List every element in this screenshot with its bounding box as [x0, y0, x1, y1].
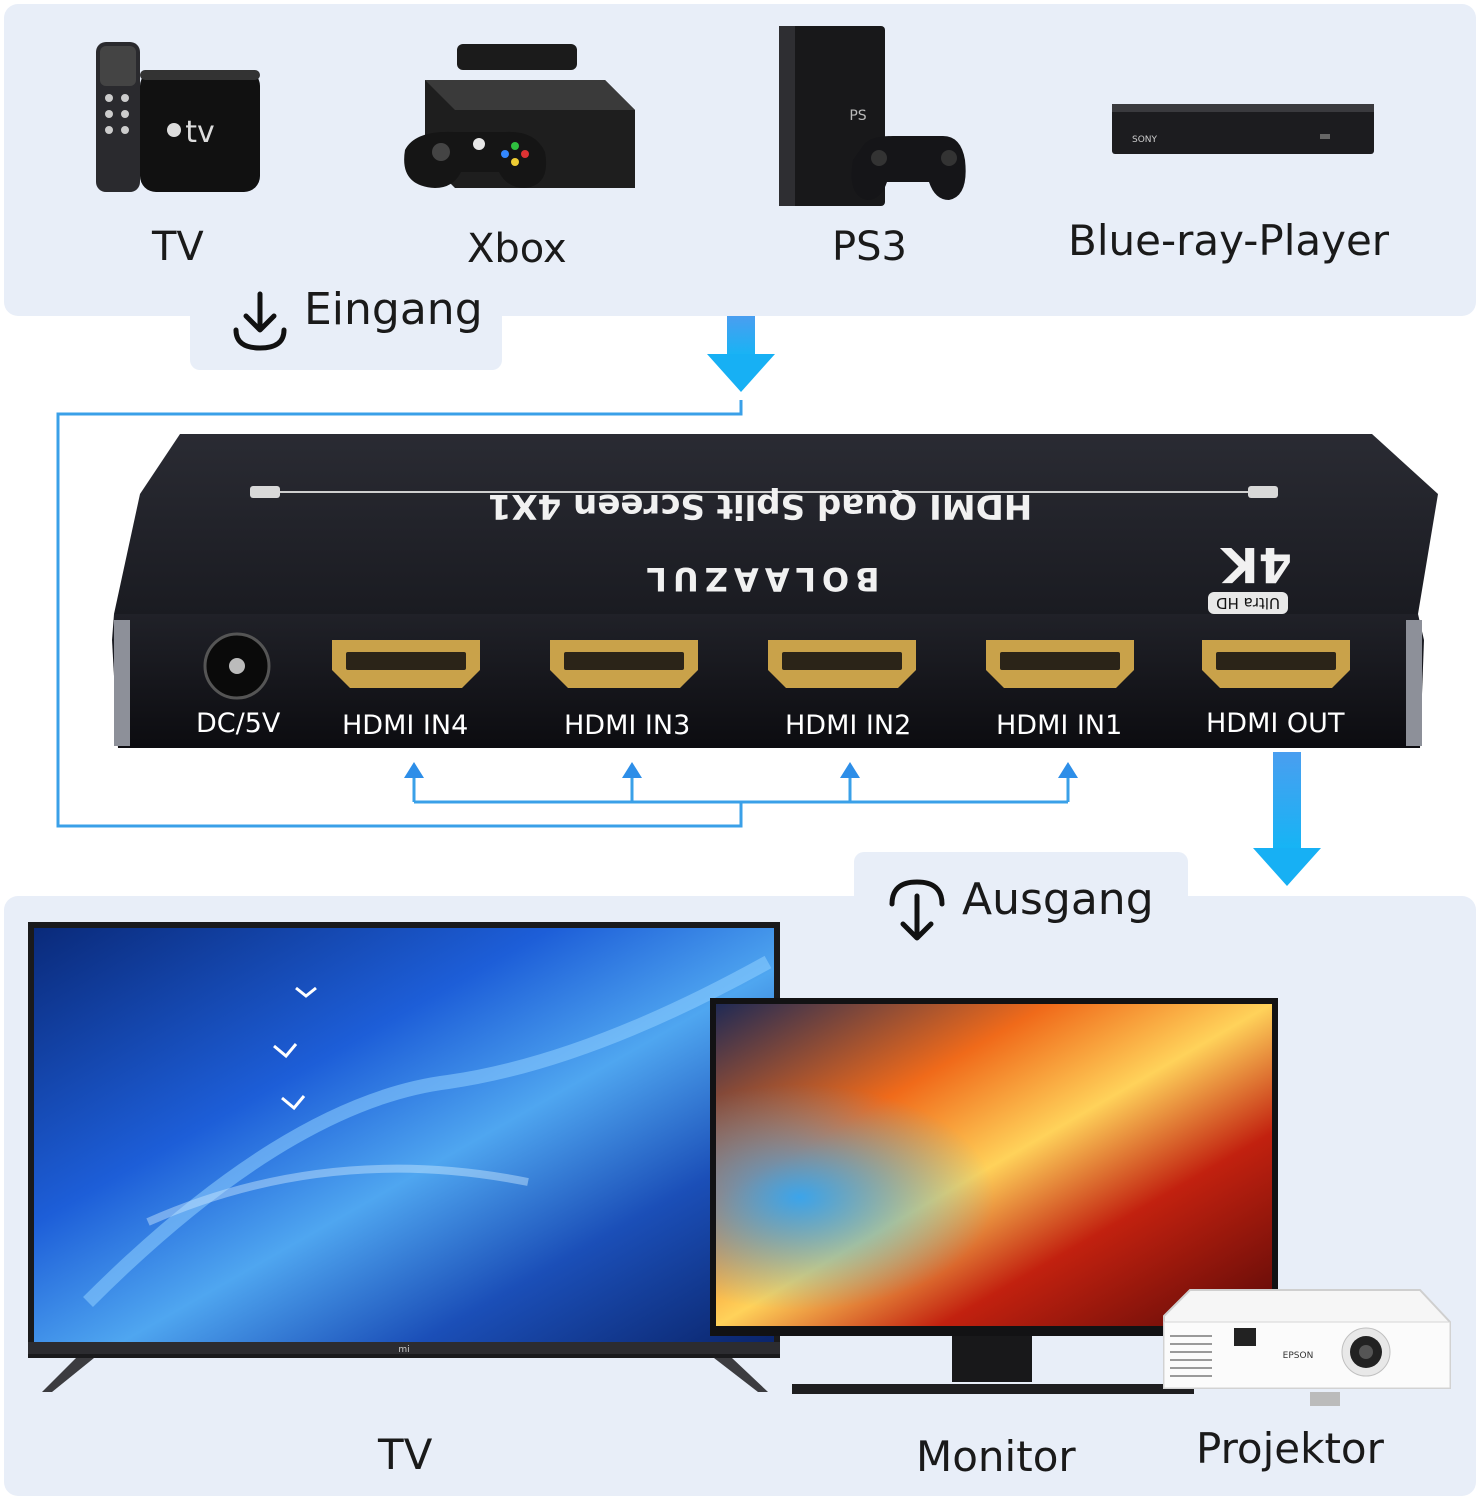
output-device-label-projector: Projektor	[1196, 1424, 1384, 1473]
port-label-hdmi-in3: HDMI IN3	[564, 710, 691, 741]
4k-badge: 4K Ultra HD	[1128, 536, 1298, 614]
input-device-label-tv: TV	[152, 224, 204, 270]
4k-badge-small: Ultra HD	[1208, 592, 1288, 614]
playstation-console-icon: PS	[773, 24, 968, 209]
input-heading: Eingang	[304, 284, 483, 335]
hdmi-split-screen-switch	[110, 430, 1440, 755]
apple-tv-icon: tv	[92, 38, 267, 198]
svg-text:PS: PS	[849, 108, 866, 124]
tv-brand-logo: mi	[398, 1345, 409, 1355]
output-flow-arrow	[1253, 752, 1321, 886]
input-device-label-xbox: Xbox	[467, 226, 567, 272]
port-label-hdmi-in4: HDMI IN4	[342, 710, 469, 741]
signal-flow-diagram	[56, 316, 1321, 886]
port-label-dc: DC/5V	[196, 708, 281, 739]
svg-text:SONY: SONY	[1132, 135, 1158, 145]
download-arrow-icon	[226, 288, 294, 356]
port-label-hdmi-out: HDMI OUT	[1206, 708, 1345, 739]
output-heading: Ausgang	[962, 874, 1154, 925]
port-arrowheads	[404, 762, 1078, 778]
projector-brand: EPSON	[1283, 1351, 1314, 1361]
monitor-icon	[708, 996, 1280, 1398]
output-device-label-monitor: Monitor	[916, 1432, 1076, 1481]
input-device-label-bluray: Blue-ray-Player	[1068, 216, 1390, 265]
input-heading-tab	[190, 300, 502, 370]
svg-text:tv: tv	[185, 115, 215, 150]
switch-brand: BOLAAZUL	[640, 560, 880, 598]
port-label-hdmi-in2: HDMI IN2	[785, 710, 912, 741]
input-distribution-wire	[56, 400, 1070, 828]
port-label-hdmi-in1: HDMI IN1	[996, 710, 1123, 741]
input-flow-arrow	[707, 316, 775, 392]
4k-badge-big: 4K	[1221, 536, 1292, 592]
switch-model-text: HDMI Quad Split Screen 4X1	[487, 486, 1033, 526]
bluray-player-icon: SONY	[1110, 96, 1375, 162]
input-device-label-ps3: PS3	[832, 224, 907, 270]
output-device-label-tv: TV	[378, 1430, 433, 1479]
dc-power-jack	[203, 632, 271, 700]
xbox-console-icon	[395, 40, 640, 205]
projector-icon: EPSON	[1150, 1286, 1454, 1410]
tv-icon: mi	[28, 922, 782, 1398]
upload-arrow-icon	[882, 874, 952, 946]
